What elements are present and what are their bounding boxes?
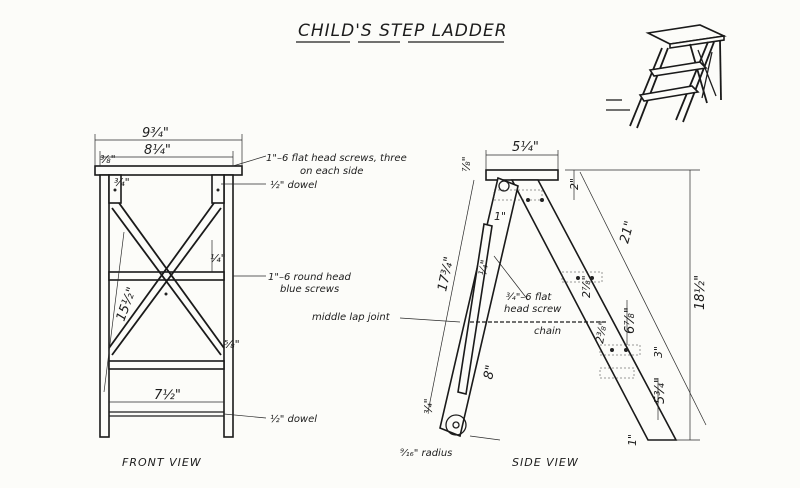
front-left-leg	[99, 174, 110, 438]
front-right-leg	[223, 174, 234, 438]
front-dim-brace-length: 15½"	[114, 285, 140, 323]
side-dim-top-depth: 2"	[568, 178, 581, 190]
front-dim-dowel-spacing: 7½"	[154, 388, 181, 403]
side-dim-back-leg: 17¾"	[435, 255, 457, 292]
side-dim-foot: 1"	[626, 434, 639, 446]
side-dim-quarter: ¼"	[476, 259, 492, 277]
front-view: 9¾" 8¼" ⅜" ¼" ⅝" ¾" 15½" 7½" 1"–6 flat h…	[94, 126, 407, 469]
front-dim-inner-width: 8¼"	[144, 143, 171, 158]
front-dim-small: ¾"	[114, 176, 130, 189]
side-dim-step-low: 2⅜"	[593, 320, 610, 345]
side-view-caption: SIDE VIEW	[512, 456, 579, 469]
front-dim-rung-height: ⅝"	[224, 338, 240, 351]
side-label-lap-joint: middle lap joint	[312, 312, 391, 323]
front-label-round-screws: 1"–6 round head	[268, 272, 352, 283]
front-label-bottom-dowel: ½" dowel	[270, 413, 317, 425]
perspective-sketch	[605, 12, 745, 132]
side-dim-step-depth: 5¾"	[653, 377, 668, 404]
front-rung-upper	[108, 271, 225, 281]
side-label-screw-line2: head screw	[504, 304, 562, 315]
front-label-flat-screws-line2: on each side	[300, 166, 363, 177]
front-dim-overall-width: 9¾"	[142, 126, 169, 141]
side-label-chain: chain	[534, 326, 561, 337]
side-dim-frac: ⅞"	[460, 156, 473, 172]
side-label-screw: ¾"–6 flat	[506, 292, 552, 303]
side-dim-step-rise: 6⅞"	[623, 307, 638, 334]
side-dim-height: 18½"	[693, 275, 708, 310]
front-label-top-dowel: ½" dowel	[270, 179, 317, 191]
side-dim-top: 5¼"	[512, 140, 539, 155]
side-dim-three-quarter: ¾"	[422, 398, 435, 414]
side-dim-side-small: 3"	[652, 346, 665, 358]
side-label-radius: ⁹⁄₁₆" radius	[400, 448, 452, 459]
drawing-title: CHILD'S STEP LADDER	[298, 21, 508, 41]
side-dim-one: 1"	[494, 210, 506, 223]
side-dim-eight: 8"	[481, 364, 499, 381]
front-top-board	[94, 165, 243, 176]
front-dim-rung-spacing: ¼"	[210, 252, 226, 265]
side-dim-step-gap: 2⅞"	[580, 275, 593, 298]
side-dim-leg: 21"	[617, 219, 637, 245]
front-label-round-screws-line2: blue screws	[280, 284, 339, 295]
front-rung-lower	[108, 360, 225, 370]
front-dim-overhang: ⅜"	[100, 153, 116, 166]
side-view: 5¼" 2" 21" 18½" 17¾" 2⅞" 6⅞" 2⅜" 5¾" 3" …	[312, 140, 708, 469]
front-view-caption: FRONT VIEW	[122, 456, 202, 469]
front-label-flat-screws: 1"–6 flat head screws, three	[266, 153, 407, 164]
side-top-board	[485, 169, 559, 181]
